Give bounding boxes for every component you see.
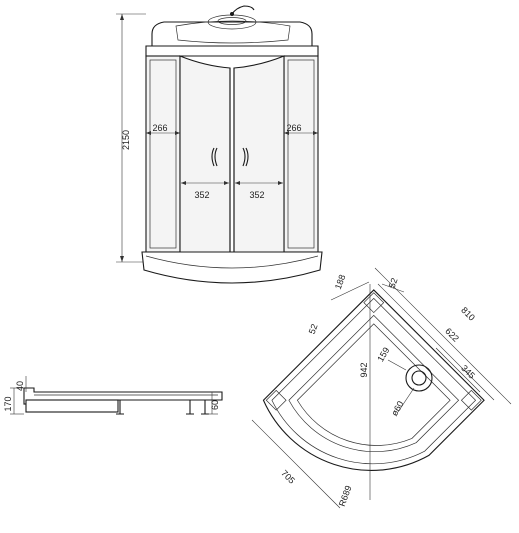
tray-leg-1 — [116, 400, 124, 415]
right-door-width-label: 352 — [249, 190, 264, 200]
tray-side-view: 170 40 60 — [3, 376, 223, 415]
tray-leg-3 — [201, 400, 209, 415]
left-door-width-label: 352 — [194, 190, 209, 200]
tray-foot-label: 60 — [210, 400, 220, 410]
drain-outer — [405, 364, 433, 392]
cabin-tray — [141, 251, 323, 284]
shower-hose — [231, 5, 255, 15]
dim-52-left-label: 52 — [307, 323, 320, 336]
left-side-panel — [145, 55, 181, 253]
tray-rim-label: 40 — [15, 381, 25, 391]
roof-dome — [175, 20, 291, 44]
cabin-roof — [151, 21, 313, 47]
dim-622-label: 622 — [443, 326, 461, 344]
radius-label: R689 — [337, 484, 354, 508]
left-door — [179, 55, 231, 263]
right-door — [233, 55, 285, 263]
cabin-front-view: 2150 266 266 352 — [116, 5, 323, 284]
left-door-handle — [211, 147, 218, 167]
tray-plan-view — [262, 289, 485, 471]
dim-705-label: 705 — [279, 468, 297, 486]
dim-810-label: 810 — [459, 305, 477, 323]
right-door-handle — [242, 147, 249, 167]
drain-hole — [411, 370, 427, 386]
tray-height-label: 170 — [3, 396, 13, 411]
tray-basin — [288, 314, 460, 453]
top-frame — [145, 45, 319, 57]
left-width-label: 266 — [152, 123, 167, 133]
dim-942-label: 942 — [359, 362, 369, 377]
tray-leg-2 — [186, 400, 194, 415]
dim-188-label: 188 — [333, 273, 348, 291]
right-side-panel — [283, 55, 319, 253]
tray-apron — [25, 399, 119, 413]
right-width-label: 266 — [286, 123, 301, 133]
dim-52-top-label: 52 — [387, 277, 400, 290]
height-label: 2150 — [121, 130, 131, 150]
